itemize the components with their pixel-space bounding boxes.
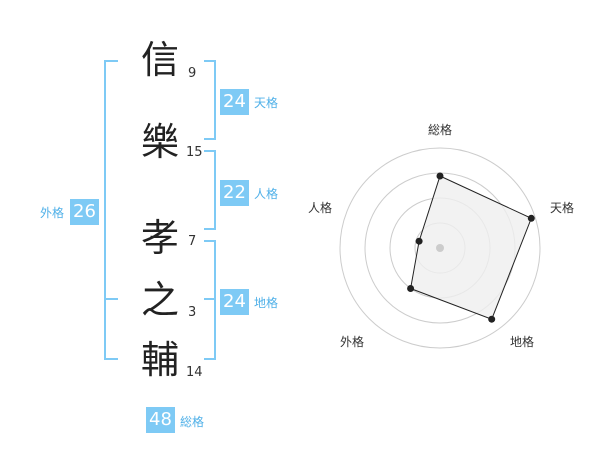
name-char-2: 樂 — [140, 120, 179, 164]
radar-point-3 — [488, 315, 496, 323]
jinkaku-value: 22 — [220, 180, 249, 206]
jinkaku-label: 人格 — [254, 187, 279, 201]
radar-polygon — [410, 175, 532, 320]
radar-point-1 — [436, 172, 444, 180]
gaikaku-bracket-mid-tick — [104, 298, 118, 300]
tenkaku-bracket — [204, 60, 216, 140]
name-char-5: 輔 — [140, 338, 179, 382]
stroke-count-3: 7 — [188, 234, 197, 249]
stroke-count-5: 14 — [186, 365, 203, 380]
stroke-count-4: 3 — [188, 305, 197, 320]
radar-label-jinkaku: 人格 — [308, 200, 332, 215]
soukaku-value: 48 — [146, 407, 175, 433]
radar-label-soukaku: 総格 — [428, 122, 452, 137]
name-char-1: 信 — [140, 38, 179, 82]
radar-point-2 — [527, 214, 535, 222]
tenkaku-value: 24 — [220, 89, 249, 115]
name-char-4: 之 — [140, 278, 179, 322]
tenkaku-label: 天格 — [254, 96, 279, 110]
soukaku-label: 総格 — [180, 415, 205, 429]
gaikaku-label: 外格 — [40, 206, 65, 220]
chikaku-bracket-mid-tick — [204, 298, 216, 300]
chikaku-bracket — [204, 240, 216, 360]
radar-label-tenkaku: 天格 — [550, 200, 574, 215]
chikaku-value: 24 — [220, 289, 249, 315]
chikaku-label: 地格 — [254, 296, 279, 310]
radar-point-5 — [415, 237, 423, 245]
radar-center-dot — [436, 244, 444, 252]
jinkaku-bracket — [204, 150, 216, 230]
gaikaku-value: 26 — [70, 199, 99, 225]
radar-label-chikaku: 地格 — [510, 334, 534, 349]
name-char-3: 孝 — [140, 216, 179, 260]
radar-points — [407, 172, 535, 323]
stroke-count-1: 9 — [188, 66, 197, 81]
radar-point-4 — [407, 285, 415, 292]
gaikaku-bracket — [104, 60, 118, 360]
radar-label-gaikaku: 外格 — [340, 334, 364, 349]
stroke-count-2: 15 — [186, 145, 203, 160]
radar-ring-4 — [339, 147, 541, 349]
